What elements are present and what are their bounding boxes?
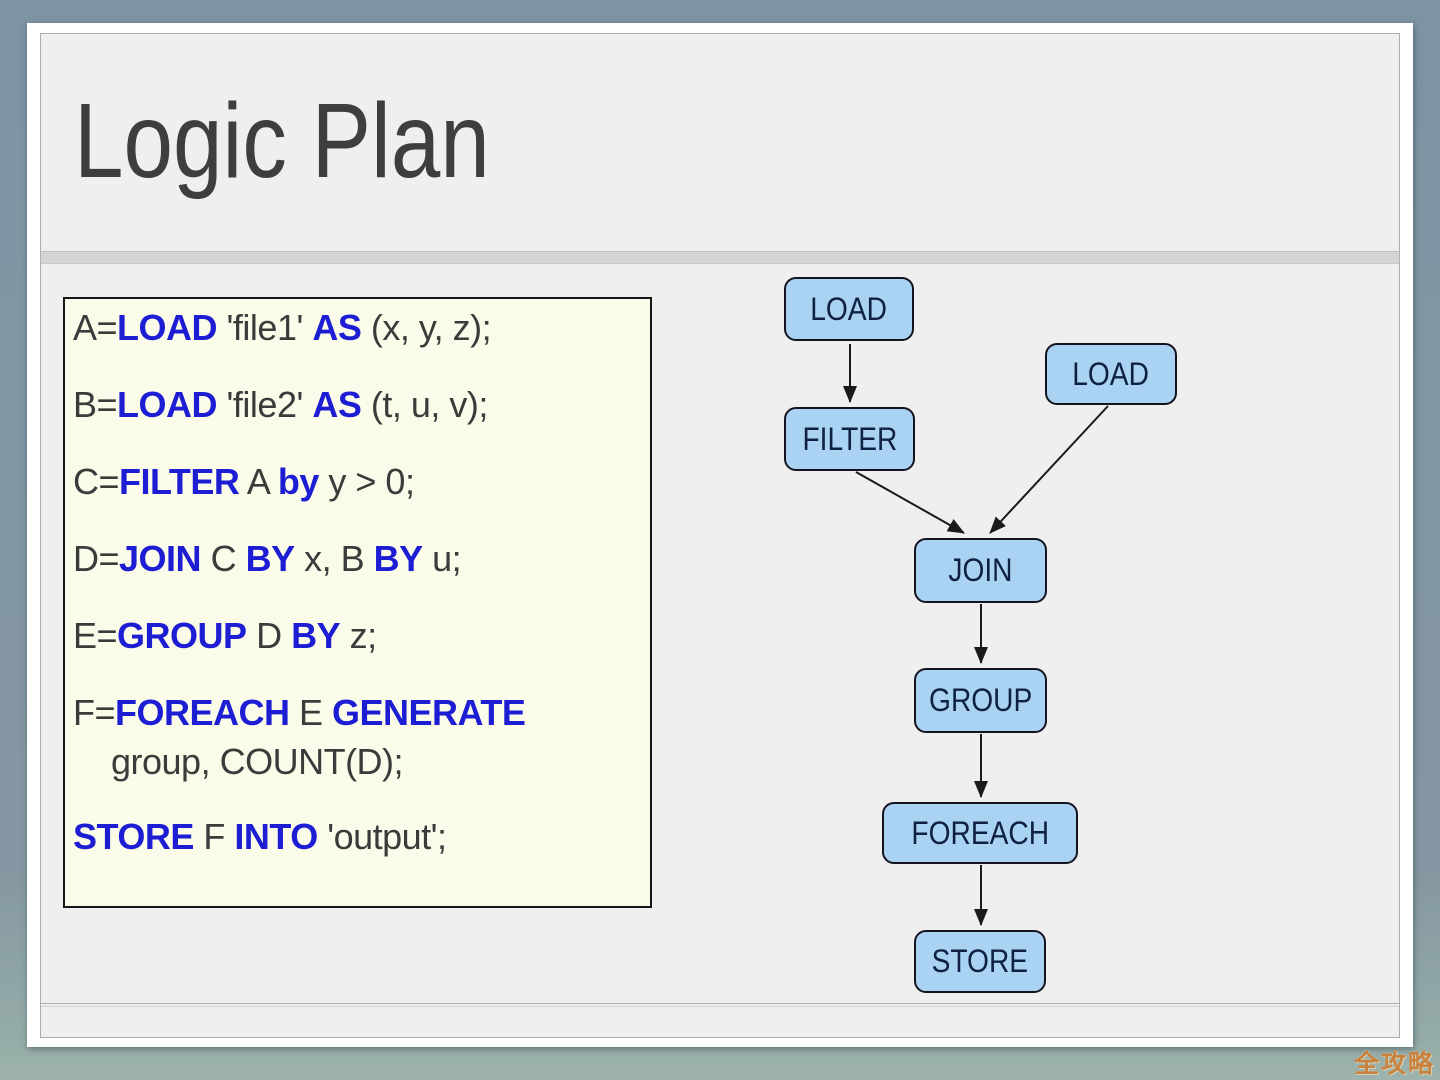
- footer-divider: [41, 1003, 1399, 1007]
- code-line-a: A=LOAD 'file1' AS (x, y, z);: [73, 307, 650, 349]
- code-text: F=: [73, 692, 116, 733]
- code-text: (x, y, z);: [361, 307, 492, 348]
- code-text: C=: [73, 461, 120, 502]
- code-text: F: [193, 816, 235, 857]
- edge-filter-join: [855, 471, 965, 534]
- code-line-store: STORE F INTO 'output';: [73, 816, 650, 858]
- diagram-node-load-2: LOAD: [1045, 343, 1177, 405]
- diagram-node-load-1: LOAD: [784, 277, 914, 341]
- code-keyword: BY: [245, 538, 296, 579]
- node-label: LOAD: [1072, 355, 1150, 392]
- code-keyword: FOREACH: [115, 692, 290, 733]
- code-keyword: FILTER: [119, 461, 240, 502]
- code-box: A=LOAD 'file1' AS (x, y, z); B=LOAD 'fil…: [63, 297, 652, 908]
- code-keyword: GENERATE: [332, 692, 526, 733]
- code-keyword: LOAD: [117, 384, 218, 425]
- code-text: z;: [340, 615, 378, 656]
- code-text: x, B: [294, 538, 374, 579]
- code-keyword: BY: [373, 538, 424, 579]
- code-text: group, COUNT(D);: [73, 741, 404, 782]
- code-line-d: D=JOIN C BY x, B BY u;: [73, 538, 650, 580]
- watermark: 全攻略: [1353, 1050, 1435, 1078]
- slide-content-area: Logic Plan A=LOAD 'file1' AS (x, y, z); …: [40, 33, 1400, 1038]
- code-keyword: GROUP: [117, 615, 247, 656]
- code-line-f: F=FOREACH E GENERATE: [73, 692, 650, 734]
- code-text: u;: [422, 538, 462, 579]
- code-keyword: by: [277, 461, 320, 502]
- node-label: FOREACH: [911, 814, 1049, 851]
- code-text: 'file1': [217, 307, 313, 348]
- code-keyword: BY: [291, 615, 341, 656]
- diagram-node-group: GROUP: [914, 668, 1047, 733]
- code-text: C: [201, 538, 246, 579]
- code-text: D=: [73, 538, 120, 579]
- code-text: 'output';: [317, 816, 447, 857]
- code-text: (t, u, v);: [361, 384, 489, 425]
- edge-load2-join: [989, 405, 1109, 534]
- node-label: LOAD: [810, 290, 888, 327]
- diagram-node-foreach: FOREACH: [882, 802, 1078, 864]
- code-text: D: [246, 615, 292, 656]
- code-text: 'file2': [217, 384, 313, 425]
- code-text: A: [239, 461, 278, 502]
- code-keyword: STORE: [73, 816, 194, 857]
- diagram-node-store: STORE: [914, 930, 1046, 993]
- title-divider: [41, 251, 1399, 264]
- code-keyword: JOIN: [119, 538, 202, 579]
- slide: Logic Plan A=LOAD 'file1' AS (x, y, z); …: [27, 23, 1413, 1047]
- code-text: A=: [73, 307, 118, 348]
- node-label: JOIN: [948, 552, 1013, 588]
- code-text: E=: [73, 615, 118, 656]
- code-keyword: LOAD: [117, 307, 218, 348]
- code-keyword: AS: [312, 307, 362, 348]
- code-line-f-wrap: group, COUNT(D);: [73, 741, 650, 783]
- code-keyword: INTO: [234, 816, 318, 857]
- node-label: STORE: [931, 943, 1029, 979]
- code-keyword: AS: [312, 384, 362, 425]
- code-text: y > 0;: [318, 461, 415, 502]
- code-line-c: C=FILTER A by y > 0;: [73, 461, 650, 503]
- code-line-b: B=LOAD 'file2' AS (t, u, v);: [73, 384, 650, 426]
- node-label: GROUP: [928, 682, 1033, 718]
- diagram-node-filter: FILTER: [784, 407, 915, 471]
- code-text: B=: [73, 384, 118, 425]
- code-line-e: E=GROUP D BY z;: [73, 615, 650, 657]
- node-label: FILTER: [802, 420, 897, 457]
- code-text: E: [289, 692, 333, 733]
- slide-title: Logic Plan: [74, 82, 490, 200]
- diagram-node-join: JOIN: [914, 538, 1047, 603]
